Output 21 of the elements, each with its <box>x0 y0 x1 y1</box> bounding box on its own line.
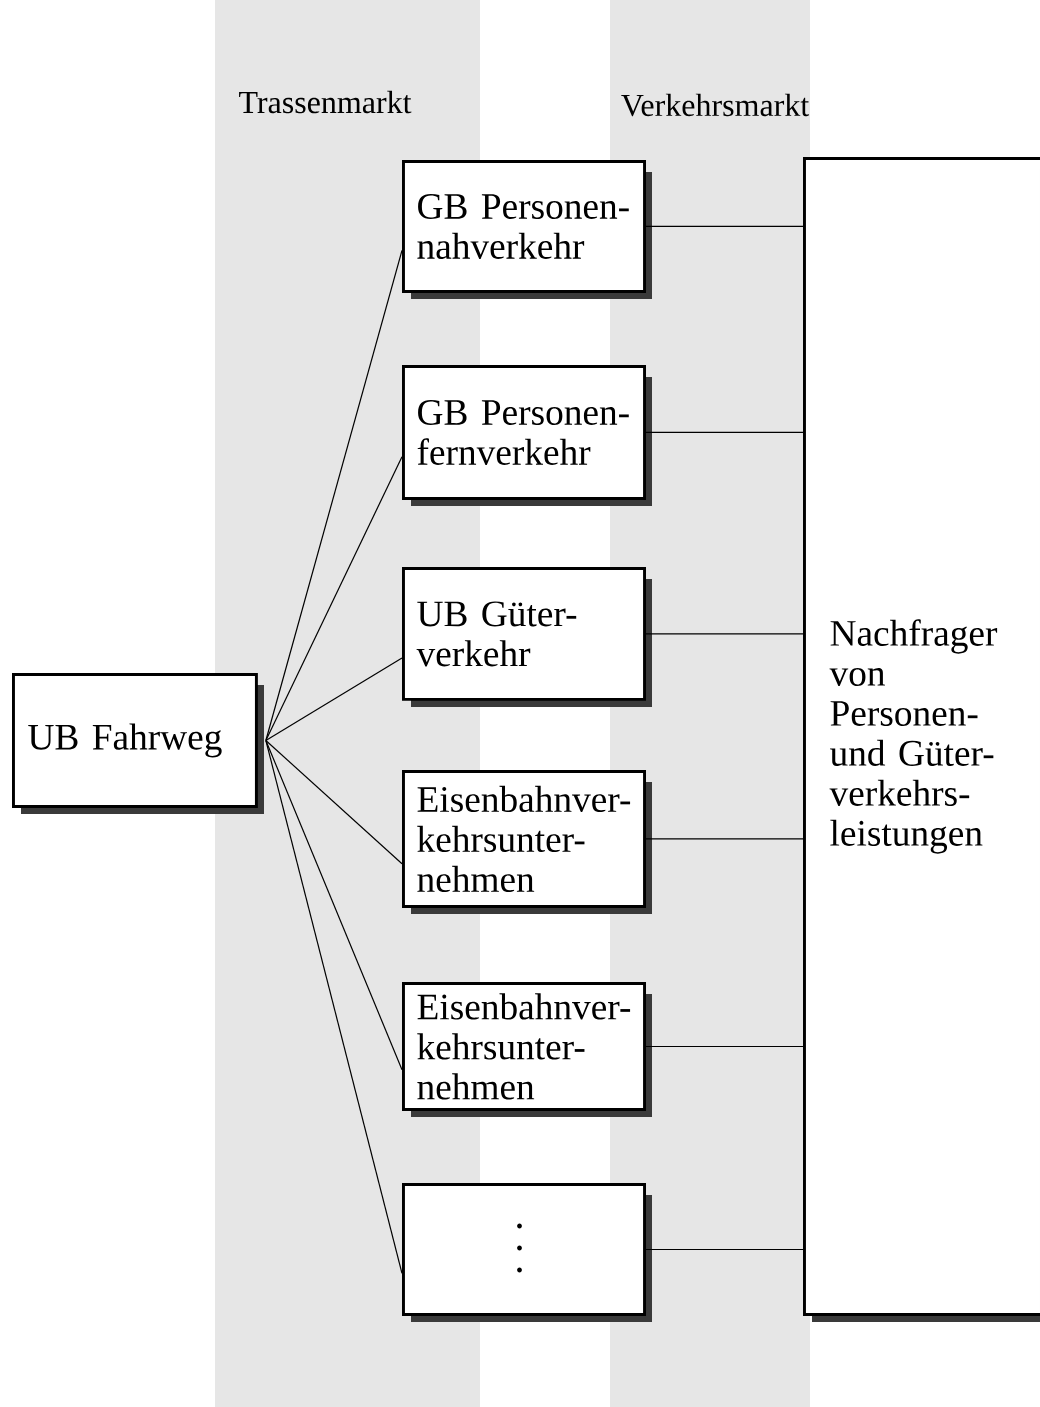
process-box <box>402 1183 652 1322</box>
column-heading: Verkehrsmarkt <box>621 93 810 117</box>
connector-line <box>645 633 804 635</box>
connector-line <box>265 739 403 865</box>
process-box: UB Güter- verkehr <box>402 567 652 707</box>
connector-line <box>265 739 403 1274</box>
column-heading: Trassenmarkt <box>239 90 412 114</box>
process-box: GB Personen- nahverkehr <box>402 160 652 299</box>
process-box: GB Personen- fernverkehr <box>402 365 652 506</box>
connector-line <box>645 1045 804 1048</box>
connector-line <box>265 657 403 742</box>
process-box: Eisenbahnver- kehrsunter- nehmen <box>402 982 652 1117</box>
connector-line <box>265 249 403 742</box>
demand-box: Nachfrager von Personen- und Güter- verkehrs- leistungen <box>803 157 1040 1322</box>
connector-line <box>645 1248 804 1251</box>
connector-line <box>645 838 804 840</box>
connector-line <box>645 431 804 434</box>
process-box: UB Fahrweg <box>12 673 264 814</box>
connector-line <box>645 225 804 228</box>
process-box: Eisenbahnver- kehrsunter- nehmen <box>402 770 652 914</box>
connector-line <box>265 456 403 742</box>
